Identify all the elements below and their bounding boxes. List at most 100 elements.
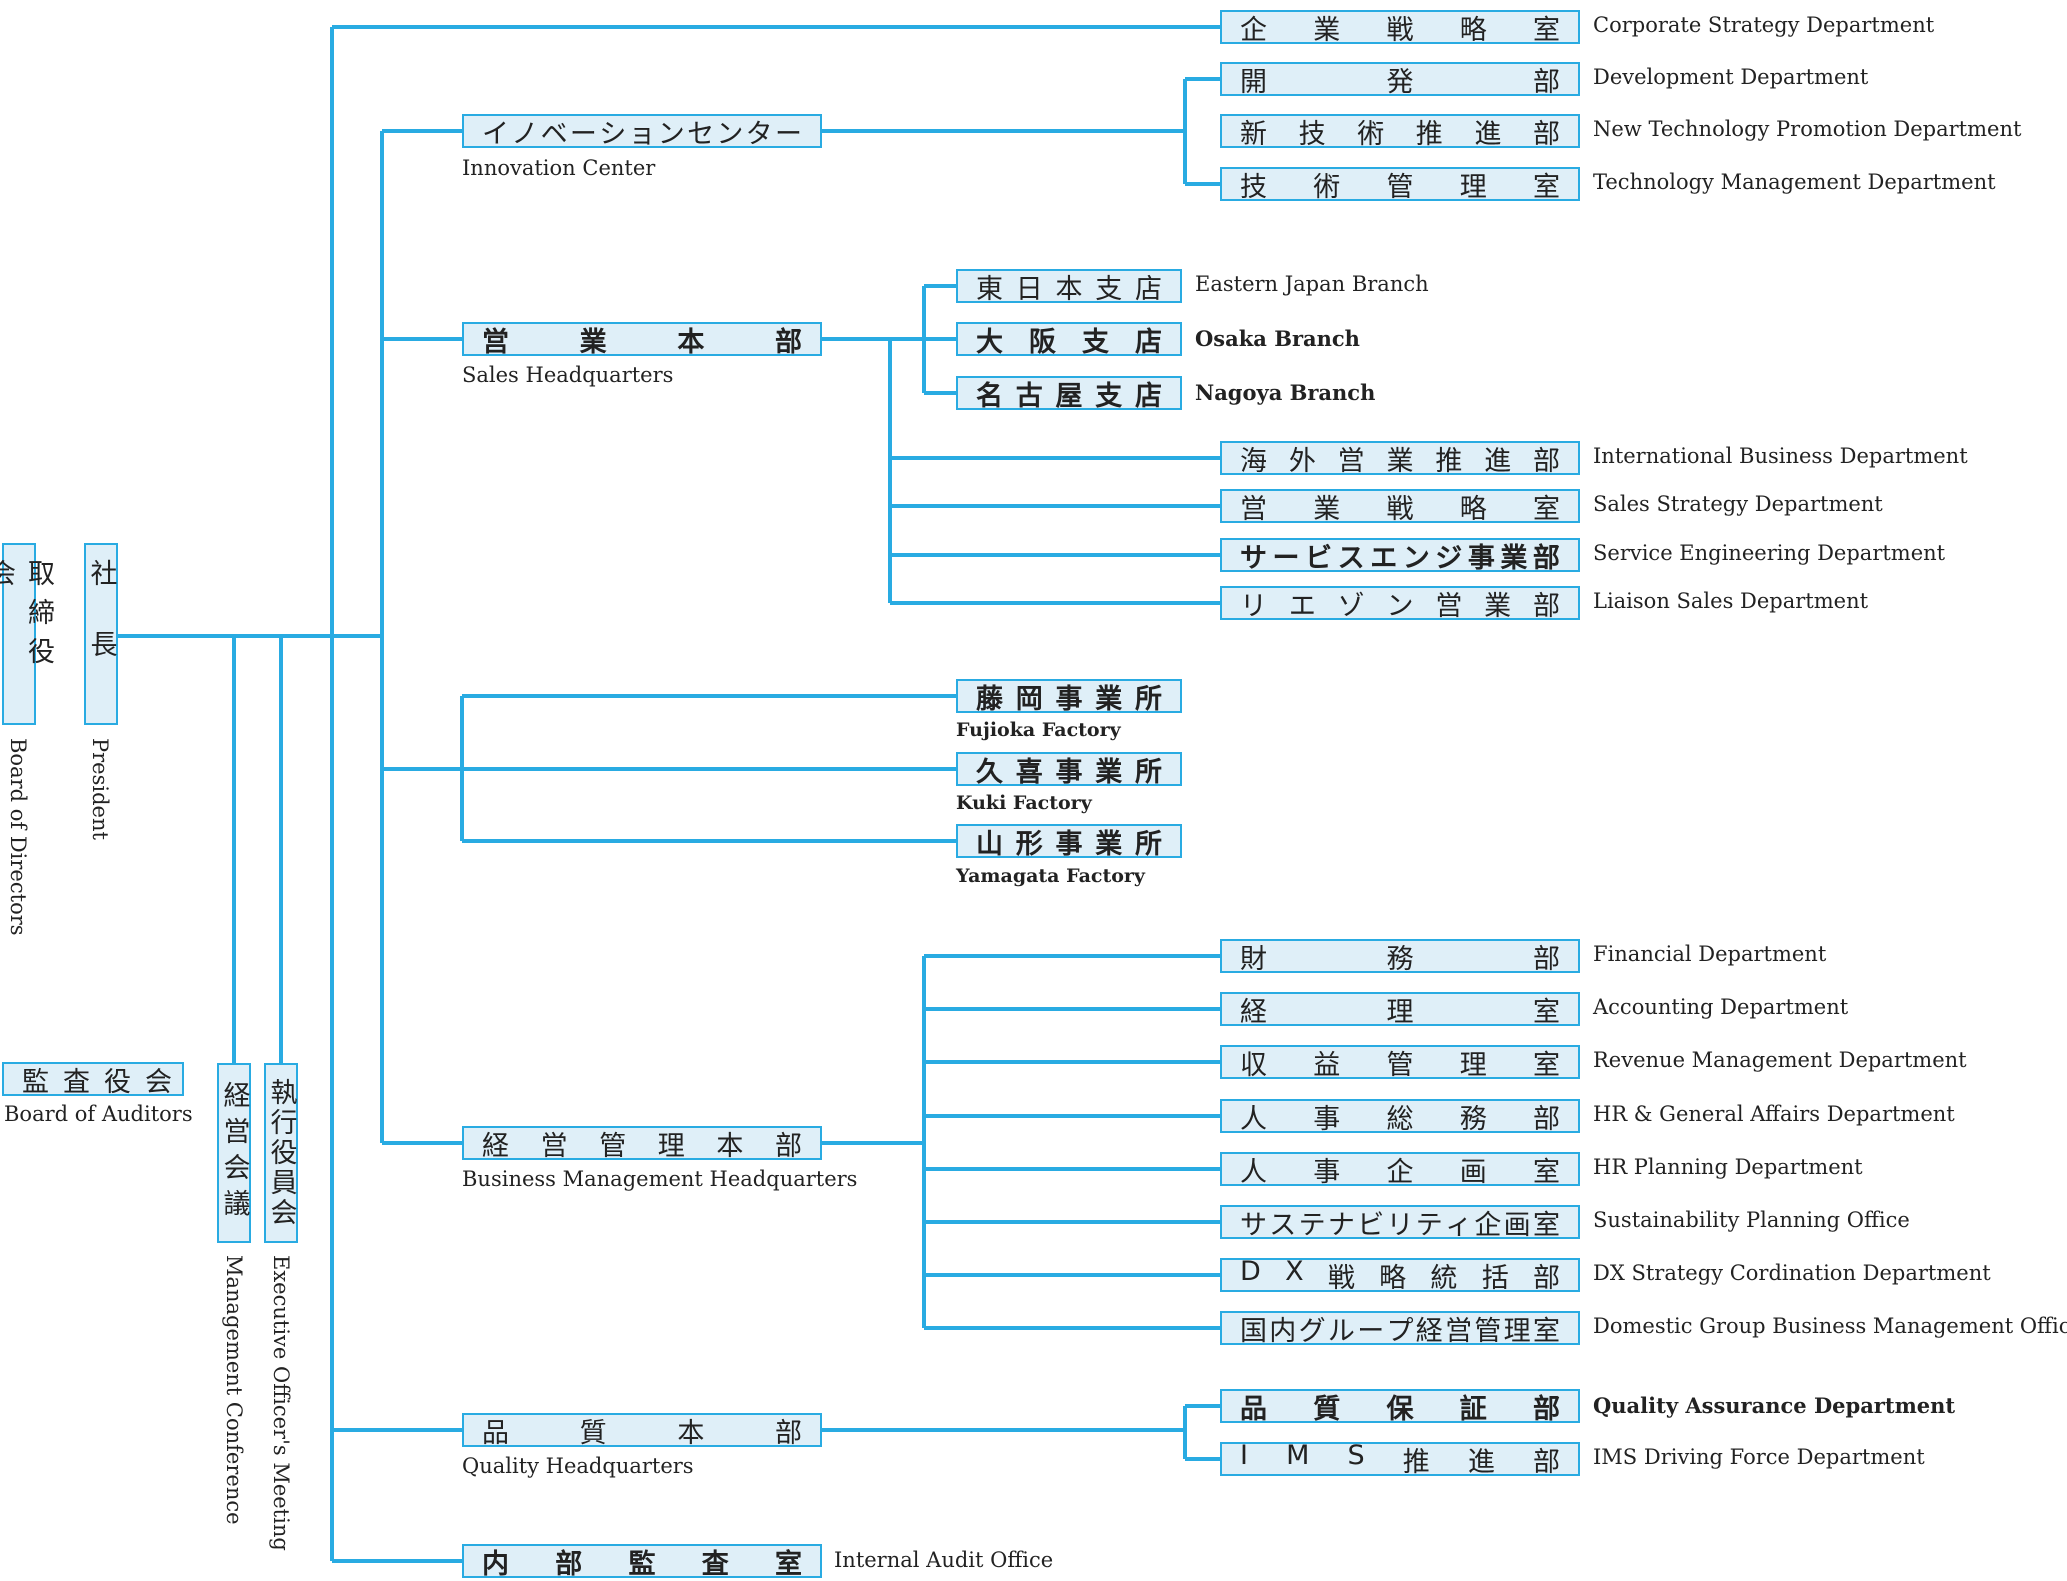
sales-department-box[interactable]: 営業戦略室 [1220, 489, 1580, 525]
sales-department-box[interactable]: リエゾン営業部 [1220, 586, 1580, 622]
quality-hq-en: Quality Headquarters [462, 1454, 694, 1478]
branch-en: Eastern Japan Branch [1195, 272, 1429, 296]
bm-department-en: Sustainability Planning Office [1593, 1208, 1910, 1232]
bm-department-box[interactable]: サステナビリティ企画室 [1220, 1205, 1580, 1241]
quality-department-label: 品質保証部 [1240, 1393, 1560, 1425]
innovation-child-en: Development Department [1593, 65, 1869, 89]
bm-department-en: Financial Department [1593, 942, 1827, 966]
board-of-auditors-label: 監査役会 [22, 1066, 186, 1098]
factory-label: 山形事業所 [976, 828, 1162, 860]
factory-label: 久喜事業所 [976, 756, 1162, 788]
management-conference-label: 経営会議 [218, 1081, 250, 1225]
bm-department-box[interactable]: 国内グループ経営管理室 [1220, 1311, 1580, 1347]
innovation-child-en: New Technology Promotion Department [1593, 117, 2022, 141]
innovation-child-label: 新技術推進部 [1240, 118, 1560, 150]
sales-department-label: リエゾン営業部 [1240, 590, 1560, 622]
sales-hq-label: 営業本部 [482, 326, 802, 358]
factory-en: Fujioka Factory [956, 719, 1121, 741]
sales-department-label: サービスエンジ事業部 [1240, 542, 1560, 574]
branch-label: 大阪支店 [976, 326, 1162, 358]
sales-department-box[interactable]: 海外営業推進部 [1220, 441, 1580, 477]
branch-en: Nagoya Branch [1195, 380, 1376, 405]
board-of-auditors-box[interactable]: 監査役会 [2, 1062, 186, 1098]
innovation-child-label: 開発部 [1240, 66, 1560, 98]
bm-department-box[interactable]: 経理室 [1220, 992, 1580, 1028]
quality-hq-box[interactable]: 品質本部 [462, 1413, 822, 1449]
factory-box[interactable]: 久喜事業所 [956, 752, 1182, 788]
factory-en: Kuki Factory [956, 792, 1092, 814]
management-conference-en: Management Conference [222, 1255, 246, 1525]
bm-department-en: Revenue Management Department [1593, 1048, 1967, 1072]
bm-department-box[interactable]: 収益管理室 [1220, 1045, 1580, 1081]
innovation-center-box[interactable]: イノベーションセンター [462, 114, 822, 150]
president-en: President [88, 738, 112, 840]
sales-department-en: Liaison Sales Department [1593, 589, 1869, 613]
board-of-directors-en: Board of Directors [6, 738, 30, 936]
bm-department-label: 収益管理室 [1240, 1049, 1560, 1081]
branch-box[interactable]: 大阪支店 [956, 322, 1182, 358]
bm-department-label: サステナビリティ企画室 [1240, 1209, 1560, 1241]
factory-box[interactable]: 藤岡事業所 [956, 679, 1182, 715]
branch-label: 名古屋支店 [976, 380, 1162, 412]
innovation-child-box[interactable]: 技術管理室 [1220, 167, 1580, 203]
sales-department-box[interactable]: サービスエンジ事業部 [1220, 538, 1580, 574]
board-of-auditors-en: Board of Auditors [4, 1102, 193, 1126]
branch-box[interactable]: 東日本支店 [956, 269, 1182, 305]
corporate-strategy-box[interactable]: 企業戦略室 [1220, 10, 1580, 46]
executive-officers-meeting-box[interactable]: 執行役員会 [264, 1063, 298, 1243]
sales-hq-box[interactable]: 営業本部 [462, 322, 822, 358]
bm-department-en: DX Strategy Cordination Department [1593, 1261, 1991, 1285]
innovation-center-label: イノベーションセンター [482, 118, 802, 150]
president-box[interactable]: 社長 [84, 543, 118, 725]
innovation-child-label: 技術管理室 [1240, 171, 1560, 203]
business-mgmt-hq-box[interactable]: 経営管理本部 [462, 1126, 822, 1162]
sales-department-en: Sales Strategy Department [1593, 492, 1883, 516]
sales-department-label: 営業戦略室 [1240, 493, 1560, 525]
branch-label: 東日本支店 [976, 273, 1162, 305]
quality-hq-label: 品質本部 [482, 1417, 802, 1449]
board-of-directors-label: 取締役会 [0, 559, 54, 676]
sales-department-label: 海外営業推進部 [1240, 445, 1560, 477]
executive-officers-meeting-en: Executive Officer's Meeting [269, 1255, 293, 1551]
sales-department-en: International Business Department [1593, 444, 1968, 468]
branch-box[interactable]: 名古屋支店 [956, 376, 1182, 412]
president-label: 社長 [85, 559, 117, 701]
bm-department-label: 人事企画室 [1240, 1156, 1560, 1188]
corporate-strategy-en: Corporate Strategy Department [1593, 13, 1935, 37]
board-of-directors-box[interactable]: 取締役会 [0, 543, 54, 725]
innovation-child-en: Technology Management Department [1593, 170, 1996, 194]
bm-department-en: Domestic Group Business Management Offic… [1593, 1314, 2067, 1338]
innovation-center-en: Innovation Center [462, 156, 656, 180]
business-mgmt-hq-en: Business Management Headquarters [462, 1167, 858, 1191]
bm-department-label: 財務部 [1240, 943, 1560, 975]
internal-audit-en: Internal Audit Office [834, 1548, 1054, 1572]
bm-department-box[interactable]: 人事総務部 [1220, 1099, 1580, 1135]
bm-department-en: HR & General Affairs Department [1593, 1102, 1955, 1126]
factory-box[interactable]: 山形事業所 [956, 824, 1182, 860]
bm-department-box[interactable]: 財務部 [1220, 939, 1580, 975]
bm-department-label: 国内グループ経営管理室 [1240, 1315, 1560, 1347]
bm-department-en: HR Planning Department [1593, 1155, 1863, 1179]
executive-officers-meeting-label: 執行役員会 [265, 1078, 297, 1228]
corporate-strategy-label: 企業戦略室 [1240, 14, 1560, 46]
sales-hq-en: Sales Headquarters [462, 363, 674, 387]
branch-en: Osaka Branch [1195, 326, 1360, 351]
business-mgmt-hq-label: 経営管理本部 [482, 1130, 802, 1162]
innovation-child-box[interactable]: 開発部 [1220, 62, 1580, 98]
quality-department-en: Quality Assurance Department [1593, 1393, 1956, 1418]
internal-audit-box[interactable]: 内部監査室 [462, 1544, 822, 1580]
management-conference-box[interactable]: 経営会議 [217, 1063, 251, 1243]
quality-department-box[interactable]: 品質保証部 [1220, 1389, 1580, 1425]
bm-department-label: 経理室 [1240, 996, 1560, 1028]
factory-en: Yamagata Factory [956, 865, 1145, 887]
bm-department-label: 人事総務部 [1240, 1103, 1560, 1135]
bm-department-box[interactable]: 人事企画室 [1220, 1152, 1580, 1188]
innovation-child-box[interactable]: 新技術推進部 [1220, 114, 1580, 150]
bm-department-en: Accounting Department [1593, 995, 1849, 1019]
quality-department-en: IMS Driving Force Department [1593, 1445, 1925, 1469]
